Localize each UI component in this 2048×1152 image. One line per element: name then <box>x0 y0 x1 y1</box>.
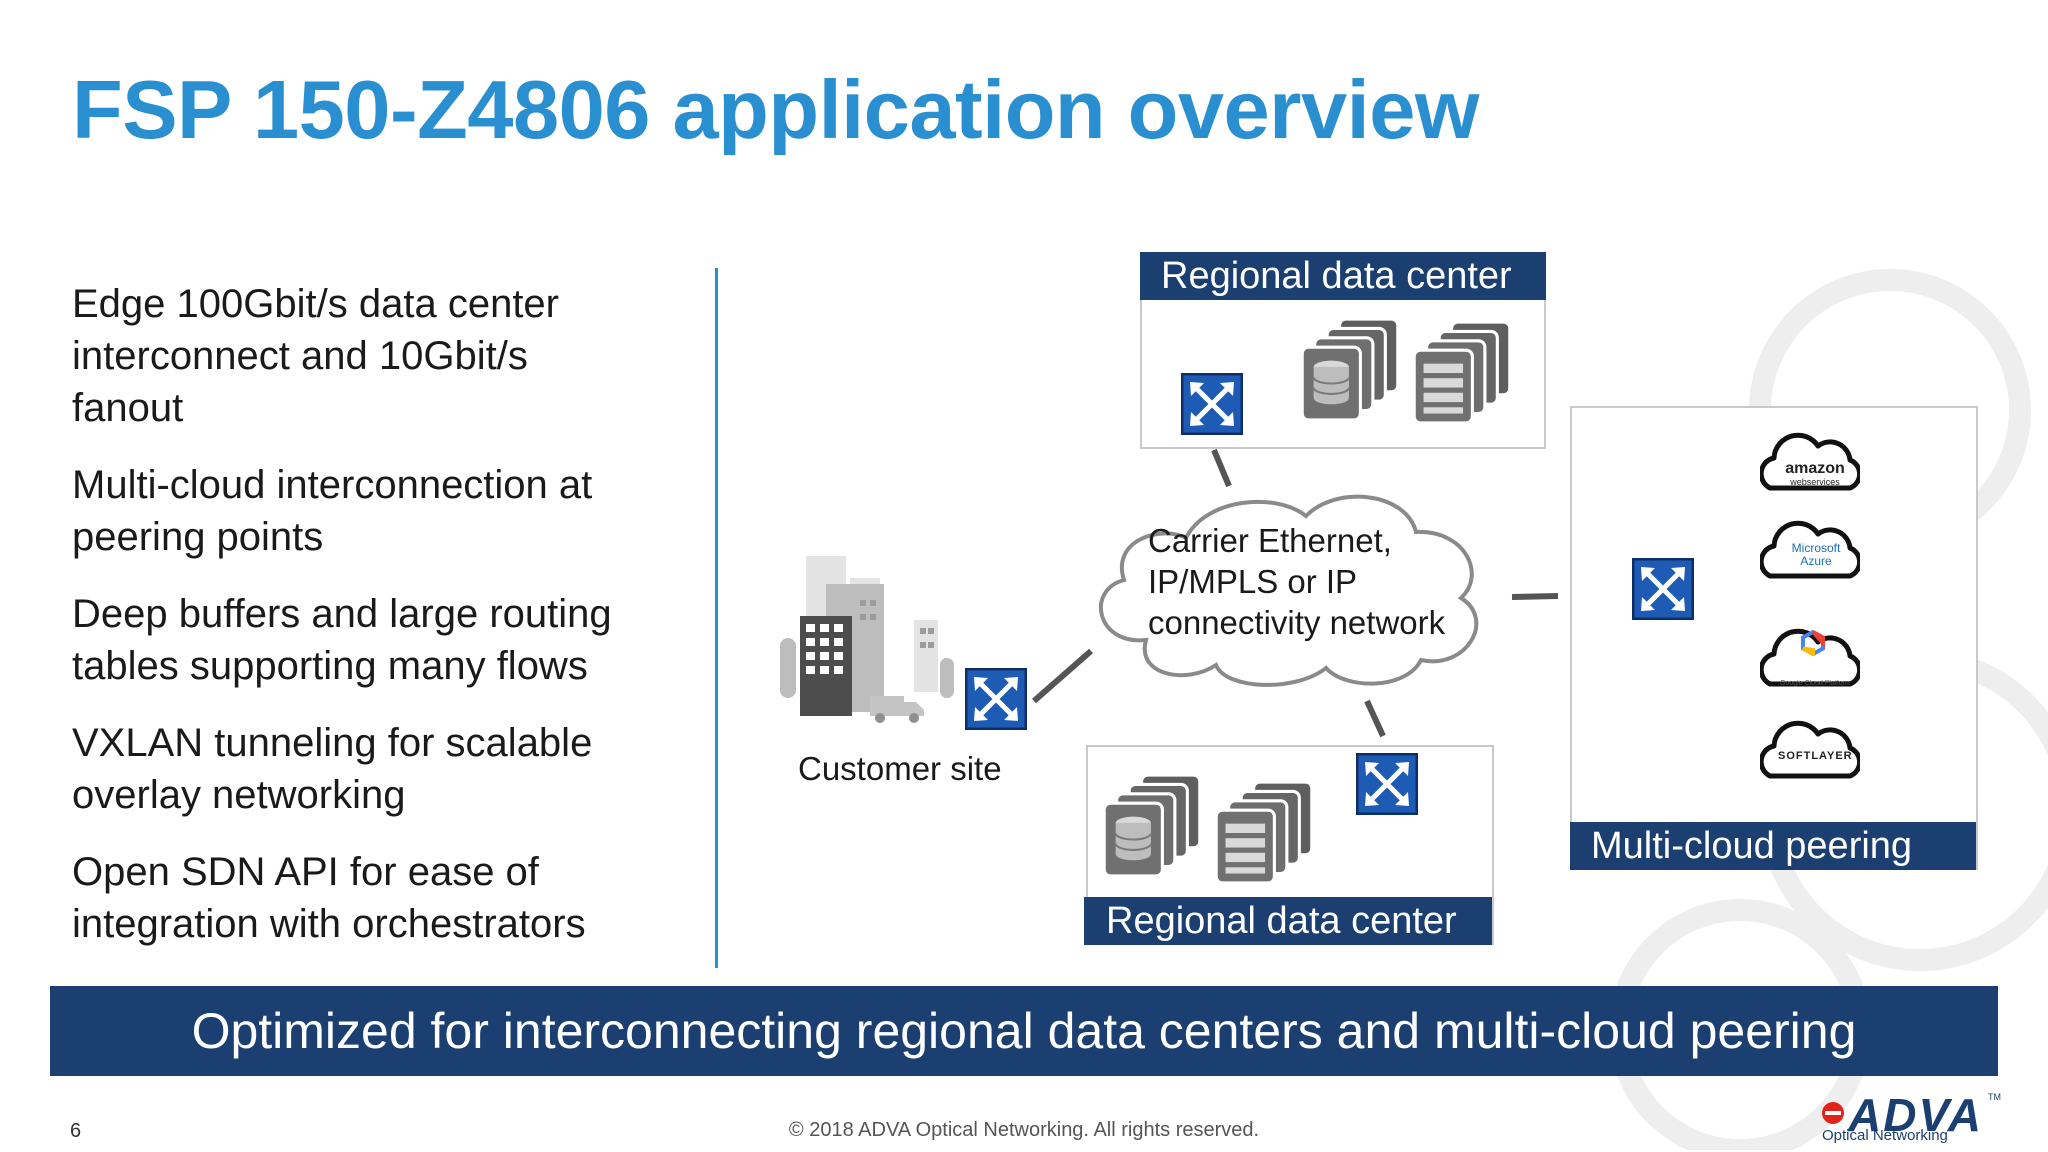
customer-site-label: Customer site <box>798 750 1002 787</box>
adva-logo: ADVA <box>1848 1089 1983 1141</box>
azure-microsoft-text: Microsoft <box>1791 541 1841 555</box>
adva-logo-mark-icon <box>1822 1102 1844 1124</box>
rack-server-icon <box>1412 320 1512 425</box>
softlayer-logo-text: SOFTLAYER <box>1778 750 1853 762</box>
switch-icon <box>1181 373 1243 435</box>
azure-logo-text: Microsoft Azure <box>1784 542 1848 568</box>
switch-icon <box>1356 753 1418 815</box>
azure-azure-text: Azure <box>1800 554 1832 568</box>
bullet-item: VXLAN tunneling for scalable overlay net… <box>72 721 593 817</box>
aws-amazon-text: amazon <box>1785 460 1845 477</box>
bullet-item: Edge 100Gbit/s data center interconnect … <box>72 282 559 430</box>
adva-logo-tm: TM <box>1988 1092 2001 1102</box>
adva-logo-subtitle: Optical Networking <box>1822 1127 1948 1144</box>
google-logo-text: Google Cloud Platform <box>1780 680 1850 687</box>
copyright: © 2018 ADVA Optical Networking. All righ… <box>788 1119 1260 1141</box>
database-server-icon <box>1102 773 1202 878</box>
regional-dc-top-label: Regional data center <box>1140 252 1546 300</box>
multi-cloud-label: Multi-cloud peering <box>1570 822 1976 870</box>
slide-title: FSP 150-Z4806 application overview <box>72 63 1479 156</box>
cloud-icon <box>1099 494 1479 687</box>
google-hexagon-icon <box>1801 630 1825 656</box>
network-label-line2: IP/MPLS or IP <box>1148 563 1358 600</box>
office-building-icon <box>780 556 954 716</box>
bullet-list: Edge 100Gbit/s data center interconnect … <box>72 278 712 975</box>
bullet-item: Open SDN API for ease of integration wit… <box>72 850 586 946</box>
aws-logo-text: amazon webservices <box>1780 460 1850 488</box>
bullet-item: Deep buffers and large routing tables su… <box>72 592 612 688</box>
summary-banner-text: Optimized for interconnecting regional d… <box>191 1003 1857 1059</box>
regional-dc-bottom-label: Regional data center <box>1084 897 1492 945</box>
bullet-item: Multi-cloud interconnection at peering p… <box>72 463 593 559</box>
switch-icon <box>965 668 1027 730</box>
van-icon <box>870 696 924 723</box>
page-number: 6 <box>70 1120 82 1142</box>
network-label-line3: connectivity network <box>1148 604 1446 641</box>
aws-webservices-text: webservices <box>1790 477 1840 487</box>
rack-server-icon <box>1214 780 1314 885</box>
database-server-icon <box>1300 317 1400 422</box>
network-label-line1: Carrier Ethernet, <box>1148 522 1392 559</box>
summary-banner: Optimized for interconnecting regional d… <box>50 986 1998 1076</box>
switch-icon <box>1632 558 1694 620</box>
column-divider <box>715 268 718 968</box>
